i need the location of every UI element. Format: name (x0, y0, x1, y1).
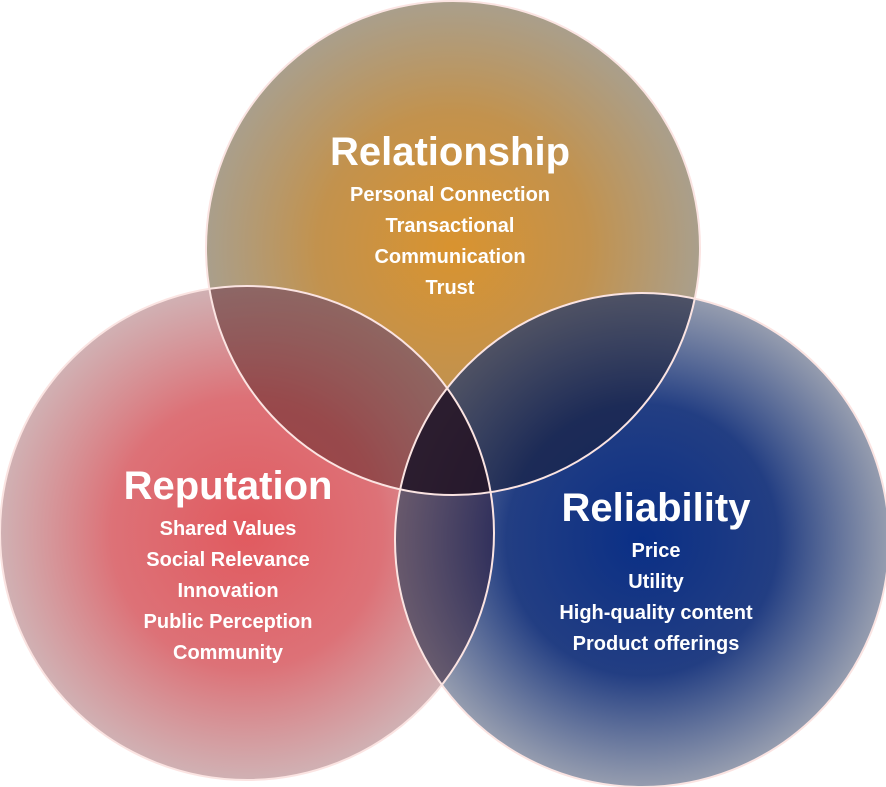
relationship-title: Relationship (329, 130, 571, 174)
reliability-item: Utility (628, 571, 684, 593)
relationship-item: Personal Connection (349, 184, 551, 206)
reputation-item: Shared Values (159, 518, 297, 540)
reputation-item: Public Perception (143, 611, 313, 633)
reliability-label-block: Reliability Price Utility High-quality c… (456, 484, 856, 660)
reputation-title: Reputation (123, 464, 333, 508)
reliability-item: High-quality content (559, 602, 753, 624)
relationship-item: Trust (425, 277, 475, 299)
reputation-circle (0, 286, 494, 780)
reputation-item: Community (173, 642, 283, 664)
relationship-label-block: Relationship Personal Connection Transac… (250, 128, 650, 304)
relationship-outline (205, 0, 701, 496)
reliability-items: Price Utility High-quality content Produ… (456, 536, 856, 660)
reputation-outline (0, 285, 495, 781)
relationship-item: Communication (374, 246, 526, 268)
reputation-item: Social Relevance (146, 549, 310, 571)
overlap-relationship-reputation (206, 286, 494, 495)
reliability-outline (394, 292, 886, 787)
overlap-relationship-reliability (395, 293, 700, 495)
relationship-items: Personal Connection Transactional Commun… (250, 180, 650, 304)
reputation-label-block: Reputation Shared Values Social Relevanc… (28, 462, 428, 669)
reliability-title: Reliability (561, 486, 751, 530)
reputation-item: Innovation (177, 580, 279, 602)
reliability-item: Product offerings (572, 633, 740, 655)
reliability-item: Price (631, 540, 681, 562)
relationship-item: Transactional (385, 215, 515, 237)
reputation-items: Shared Values Social Relevance Innovatio… (28, 514, 428, 669)
